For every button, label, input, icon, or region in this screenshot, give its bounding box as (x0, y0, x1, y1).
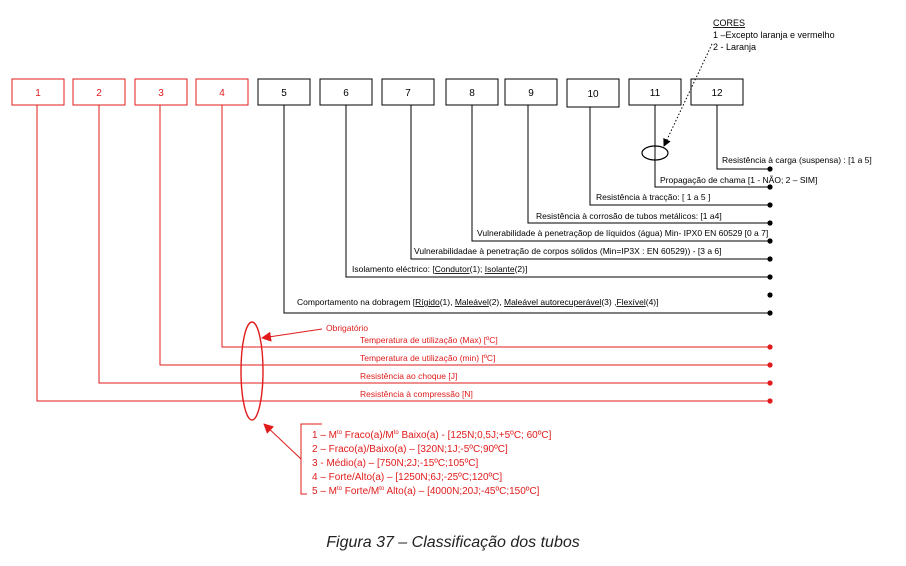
label-box-1: Resistência à compressão [N] (360, 389, 473, 399)
position-box-3-label: 3 (158, 88, 164, 99)
label-box-4: Temperatura de utilização (Max) [ºC] (360, 335, 498, 345)
mandatory-ellipse (240, 321, 264, 421)
position-box-2-label: 2 (96, 88, 102, 99)
position-box-4-label: 4 (219, 88, 225, 99)
black-end-dots (767, 166, 773, 316)
position-box-8: 8 (445, 78, 499, 106)
levels-bracket (263, 423, 322, 495)
cores-title: CORES (713, 18, 745, 28)
connector-8 (471, 105, 770, 242)
red-labels: Temperatura de utilização (Max) [ºC] Tem… (360, 335, 498, 399)
connector-10 (589, 107, 770, 206)
position-box-5-label: 5 (281, 88, 287, 99)
cores-item-1: 1 –Excepto laranja e vermelho (713, 30, 835, 40)
connector-12 (716, 105, 770, 170)
level-4: 4 – Forte/Alto(a) – [1250N;6J;-25ºC;120º… (312, 472, 502, 483)
label-box-12: Resistência à carga (suspensa) : [1 a 5] (722, 155, 872, 165)
position-box-9-label: 9 (528, 88, 534, 99)
position-box-10-label: 10 (587, 89, 599, 100)
level-3: 3 - Médio(a) – [750N;2J;-15ºC;105ºC] (312, 458, 478, 469)
connector-7 (410, 105, 770, 260)
levels-list: 1 – Mto Fraco(a)/Mto Baixo(a) - [125N;0,… (312, 430, 552, 497)
position-box-8-label: 8 (469, 88, 475, 99)
cores-item-2: 2 - Laranja (713, 42, 756, 52)
position-box-12: 12 (690, 78, 744, 106)
position-box-1: 1 (11, 78, 65, 106)
position-box-2: 2 (72, 78, 126, 106)
mandatory-arrow (261, 328, 323, 342)
label-box-5: Comportamento na dobragem [Rígido(1), Ma… (297, 297, 659, 307)
label-box-2: Resistência ao choque [J] (360, 371, 457, 381)
classification-diagram: 1 2 3 4 5 6 7 8 (11, 18, 872, 497)
position-box-11: 11 (628, 78, 682, 106)
label-box-6: Isolamento eléctrico: [Condutor(1); Isol… (352, 264, 527, 274)
position-box-6: 6 (319, 78, 373, 106)
label-box-8: Vulnerabilidade à penetraçãop de líquido… (477, 228, 768, 238)
position-box-9: 9 (504, 78, 558, 106)
level-1: 1 – Mto Fraco(a)/Mto Baixo(a) - [125N;0,… (312, 430, 552, 441)
position-box-10: 10 (566, 78, 620, 108)
position-box-7-label: 7 (405, 88, 411, 99)
colour-marker-ellipse (641, 145, 669, 161)
label-box-11: Propagação de chama [1 - NÃO; 2 – SIM] (660, 175, 817, 185)
mandatory-label: Obrigatório (326, 323, 368, 333)
connector-5 (283, 105, 770, 314)
level-2: 2 – Fraco(a)/Baixo(a) – [320N;1J;-5ºC;90… (312, 444, 508, 455)
connector-11 (654, 105, 770, 188)
figure-caption: Figura 37 – Classificação dos tubos (326, 534, 580, 551)
label-box-10: Resistência à tracção: [ 1 a 5 ] (596, 192, 710, 202)
connector-2 (98, 105, 770, 384)
red-end-dots (767, 344, 773, 404)
position-boxes: 1 2 3 4 5 6 7 8 (11, 78, 744, 108)
position-box-5: 5 (257, 78, 311, 106)
position-box-3: 3 (134, 78, 188, 106)
position-box-11-label: 11 (650, 88, 661, 99)
connector-3 (159, 105, 770, 366)
level-5: 5 – Mto Forte/Mto Alto(a) – [4000N;20J;-… (312, 486, 540, 497)
label-box-3: Temperatura de utilização (min) [ºC] (360, 353, 495, 363)
connector-4 (221, 105, 770, 348)
connector-6 (345, 105, 770, 278)
position-box-6-label: 6 (343, 88, 349, 99)
position-box-1-label: 1 (35, 88, 41, 99)
connector-1 (36, 105, 770, 402)
label-box-7: Vulnerabilidadae à penetração de corpos … (414, 246, 722, 256)
black-labels: Resistência à carga (suspensa) : [1 a 5]… (297, 155, 872, 307)
cores-pointer (663, 43, 713, 147)
cores-legend: CORES 1 –Excepto laranja e vermelho 2 - … (663, 18, 835, 147)
position-box-7: 7 (381, 78, 435, 106)
position-box-4: 4 (195, 78, 249, 106)
black-connectors (283, 105, 770, 314)
label-box-9: Resistência à corrosão de tubos metálico… (536, 211, 722, 221)
position-box-12-label: 12 (711, 88, 723, 99)
red-connectors (36, 105, 770, 402)
connector-9 (527, 105, 770, 224)
